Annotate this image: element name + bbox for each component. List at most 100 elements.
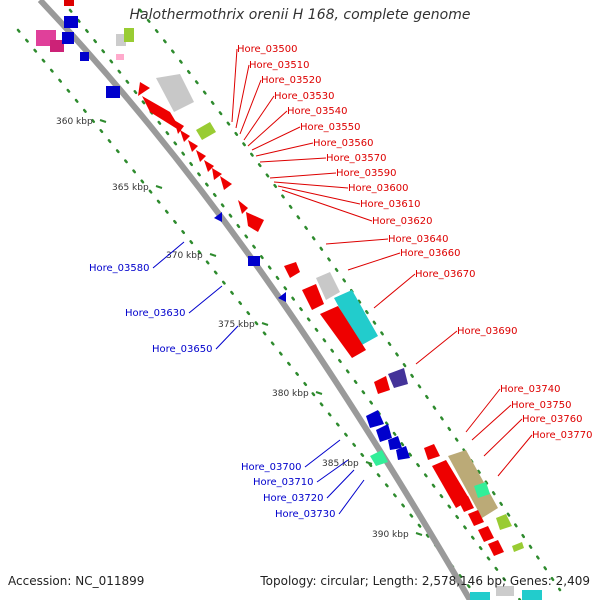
forward-gene-label[interactable]: Hore_03670 (415, 269, 476, 280)
reverse-gene-label[interactable]: Hore_03580 (89, 263, 150, 274)
reverse-gene-block[interactable] (396, 446, 410, 460)
forward-gene-block[interactable] (124, 28, 134, 42)
gene-features (36, 0, 542, 600)
forward-gene-block[interactable] (496, 514, 512, 530)
forward-gene-block[interactable] (448, 450, 498, 518)
forward-gene-block[interactable] (196, 150, 206, 162)
forward-gene-block[interactable] (116, 54, 124, 60)
label-leader-line (338, 479, 365, 515)
reverse-gene-label[interactable]: Hore_03730 (275, 509, 336, 520)
label-leader-line (152, 241, 185, 269)
forward-gene-block[interactable] (470, 592, 490, 600)
forward-gene-label[interactable]: Hore_03750 (511, 400, 572, 411)
forward-gene-block[interactable] (246, 212, 264, 232)
forward-gene-label[interactable]: Hore_03530 (274, 91, 335, 102)
label-leader-line (215, 325, 239, 350)
forward-gene-block[interactable] (488, 540, 504, 556)
forward-gene-block[interactable] (64, 0, 74, 6)
forward-gene-block[interactable] (174, 120, 184, 134)
forward-gene-block[interactable] (156, 74, 194, 112)
forward-gene-label[interactable]: Hore_03610 (360, 199, 421, 210)
forward-gene-block[interactable] (374, 376, 390, 394)
forward-gene-label[interactable]: Hore_03540 (287, 106, 348, 117)
reverse-gene-block[interactable] (366, 410, 384, 428)
forward-gene-label[interactable]: Hore_03510 (249, 60, 310, 71)
forward-gene-block[interactable] (424, 444, 440, 460)
forward-gene-label[interactable]: Hore_03570 (326, 153, 387, 164)
reverse-gene-block[interactable] (64, 16, 78, 28)
forward-gene-block[interactable] (478, 526, 494, 542)
reverse-gene-block[interactable] (388, 436, 402, 450)
genome-backbone (37, 0, 473, 600)
accession-text: Accession: NC_011899 (8, 574, 145, 588)
label-leader-line (483, 418, 523, 457)
reverse-gene-block[interactable] (80, 52, 89, 61)
reverse-gene-block[interactable] (376, 424, 392, 442)
label-leader-line (316, 459, 349, 483)
label-leader-line (255, 142, 314, 157)
forward-gene-label[interactable]: Hore_03740 (500, 384, 561, 395)
reverse-gene-label[interactable]: Hore_03700 (241, 462, 302, 473)
label-leader-line (281, 189, 373, 222)
reverse-gene-block[interactable] (214, 212, 222, 222)
forward-gene-block[interactable] (334, 290, 378, 346)
forward-gene-block[interactable] (432, 460, 470, 508)
forward-gene-label[interactable]: Hore_03760 (522, 414, 583, 425)
reverse-gene-block[interactable] (62, 32, 74, 44)
label-leader-line (415, 330, 458, 365)
forward-gene-label[interactable]: Hore_03640 (388, 234, 449, 245)
forward-gene-block[interactable] (512, 542, 524, 552)
forward-gene-label[interactable]: Hore_03620 (372, 216, 433, 227)
reverse-gene-block[interactable] (106, 86, 120, 98)
forward-gene-block[interactable] (320, 306, 366, 358)
forward-gene-label[interactable]: Hore_03770 (532, 430, 593, 441)
forward-gene-block[interactable] (522, 590, 542, 600)
forward-gene-block[interactable] (142, 96, 182, 132)
label-leader-line (373, 273, 416, 309)
forward-gene-block[interactable] (220, 176, 232, 190)
forward-gene-block[interactable] (212, 168, 222, 180)
forward-gene-block[interactable] (458, 496, 474, 512)
forward-gene-block[interactable] (138, 82, 150, 96)
forward-gene-block[interactable] (188, 140, 198, 152)
label-leader-line (471, 404, 512, 441)
tick-mark (365, 461, 373, 465)
forward-gene-block[interactable] (496, 586, 514, 596)
forward-gene-block[interactable] (474, 482, 490, 498)
reverse-gene-block[interactable] (50, 40, 64, 52)
forward-gene-label[interactable]: Hore_03590 (336, 168, 397, 179)
genome-title: Halothermothrix orenii H 168, complete g… (129, 7, 471, 23)
forward-gene-label[interactable]: Hore_03500 (237, 44, 298, 55)
tick-label: 365 kbp (112, 183, 149, 193)
forward-gene-block[interactable] (116, 34, 126, 46)
forward-gene-block[interactable] (284, 262, 300, 278)
reverse-gene-block[interactable] (278, 292, 286, 302)
forward-gene-label[interactable]: Hore_03520 (261, 75, 322, 86)
forward-gene-block[interactable] (316, 272, 340, 300)
reverse-gene-label[interactable]: Hore_03630 (125, 308, 186, 319)
forward-gene-block[interactable] (180, 130, 190, 142)
forward-gene-label[interactable]: Hore_03550 (300, 122, 361, 133)
forward-gene-label[interactable]: Hore_03690 (457, 326, 518, 337)
forward-gene-block[interactable] (388, 368, 408, 388)
forward-gene-label[interactable]: Hore_03560 (313, 138, 374, 149)
reverse-gene-label[interactable]: Hore_03710 (253, 477, 314, 488)
forward-gene-block[interactable] (196, 122, 216, 140)
tick-label: 370 kbp (166, 251, 203, 261)
tick-mark (155, 185, 163, 189)
forward-gene-block[interactable] (468, 510, 484, 526)
tick-label: 360 kbp (56, 117, 93, 127)
reverse-gene-block[interactable] (248, 256, 260, 266)
reverse-gene-block[interactable] (370, 450, 388, 466)
forward-gene-block[interactable] (302, 284, 324, 310)
forward-gene-label[interactable]: Hore_03600 (348, 183, 409, 194)
reverse-gene-label[interactable]: Hore_03650 (152, 344, 213, 355)
forward-gene-block[interactable] (204, 160, 214, 172)
reverse-gene-label[interactable]: Hore_03720 (263, 493, 324, 504)
gene-labels: Hore_03500Hore_03510Hore_03520Hore_03530… (89, 44, 593, 520)
forward-gene-label[interactable]: Hore_03660 (400, 248, 461, 259)
forward-gene-block[interactable] (238, 200, 248, 214)
